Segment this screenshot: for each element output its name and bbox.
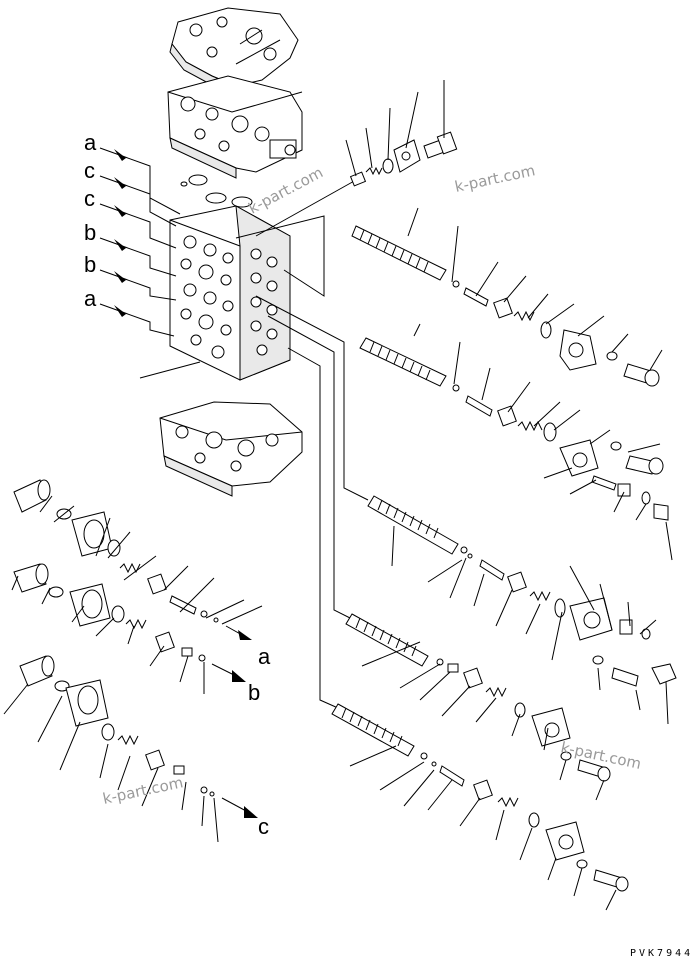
spool-row-3 [267,315,677,725]
upper-valve-section [167,75,303,179]
left-row-b: b [11,563,260,705]
spool-3 [367,495,459,555]
port-caps [180,174,253,208]
main-valve-block [169,205,291,381]
callout-b-1: b [84,220,177,277]
top-plug-assembly [255,80,458,237]
callout-c-2: c [84,186,177,249]
callout-label: c [84,158,95,183]
left-callouts: a c c b b a [84,130,201,379]
spool-row-1 [235,207,663,387]
callout-b-2: b [84,252,177,301]
spool-1 [351,225,447,281]
row-label-a: a [258,644,271,669]
callout-label: c [84,186,95,211]
top-cover-housing [169,7,299,95]
callout-a-bottom: a [84,286,175,337]
left-row-a: a [13,479,271,669]
callout-label: a [84,286,97,311]
spool-row-4 [345,613,611,801]
spool-2 [359,337,447,387]
row-label-b: b [248,680,260,705]
spool-row-2 [255,295,673,561]
watermark-1: k-part.com [453,161,537,196]
callout-label: b [84,252,96,277]
left-row-c: c [3,655,269,843]
callout-a-top: a [84,130,181,215]
drawing-code: PVK7944 [630,948,693,959]
callout-label: a [84,130,97,155]
callout-c-1: c [84,158,177,227]
lower-end-section [159,401,303,497]
callout-label: b [84,220,96,245]
main-block-ports [180,235,278,359]
spool-row-5 [287,347,629,911]
row-label-c: c [258,814,269,839]
